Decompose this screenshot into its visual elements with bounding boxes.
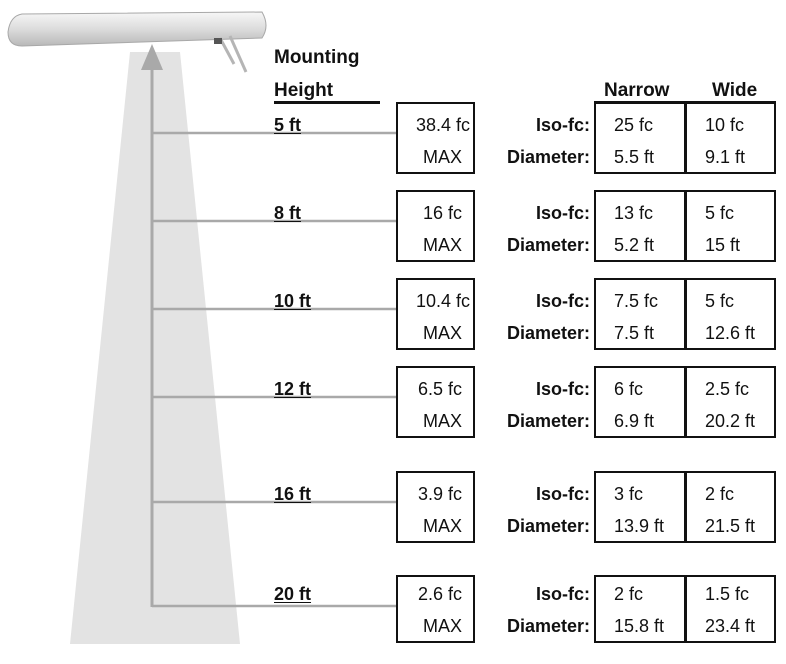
max-label: MAX [422, 147, 462, 167]
height-row-5ft: 5 ft 38.4 fc MAX Iso-fc: Diameter: 25 fc… [0, 102, 786, 195]
wide-iso-fc: 5 fc [705, 203, 735, 223]
height-row-16ft: 16 ft 3.9 fc MAX Iso-fc: Diameter: 3 fc … [0, 471, 786, 564]
iso-fc-label: Iso-fc: [536, 291, 590, 311]
wide-iso-fc: 2.5 fc [705, 379, 750, 399]
max-label: MAX [422, 323, 462, 343]
narrow-diameter: 7.5 ft [614, 323, 655, 343]
narrow-iso-fc: 13 fc [614, 203, 654, 223]
max-fc-value: 6.5 fc [417, 379, 462, 399]
height-leader-line [152, 604, 397, 608]
mounting-header-rule [274, 101, 380, 104]
iso-fc-label: Iso-fc: [536, 203, 590, 223]
max-fc-box [396, 190, 475, 262]
wide-column-header: Wide [712, 80, 758, 101]
wide-diameter: 15 ft [705, 235, 741, 255]
height-leader-line [152, 395, 397, 399]
max-fc-value: 16 fc [422, 203, 462, 223]
max-label: MAX [422, 516, 462, 536]
max-label: MAX [422, 411, 462, 431]
beam-illustration [7, 11, 267, 644]
light-fixture [7, 11, 267, 73]
narrow-diameter: 5.5 ft [614, 147, 655, 167]
narrow-diameter: 5.2 ft [614, 235, 655, 255]
iso-fc-label: Iso-fc: [536, 584, 590, 604]
diameter-label: Diameter: [506, 616, 590, 636]
light-cone [70, 52, 240, 644]
height-label: 8 ft [274, 203, 301, 223]
photometric-diagram: Mounting Height Narrow Wide 5 ft 38.4 fc… [0, 11, 786, 644]
narrow-diameter: 13.9 ft [614, 516, 665, 536]
narrow-iso-fc: 7.5 fc [614, 291, 659, 311]
diameter-label: Diameter: [506, 516, 590, 536]
narrow-diameter: 15.8 ft [614, 616, 665, 636]
height-label: 16 ft [274, 484, 312, 504]
max-fc-box [396, 102, 475, 174]
wide-diameter: 20.2 ft [705, 411, 756, 431]
height-leader-line [152, 219, 397, 223]
height-row-8ft: 8 ft 16 fc MAX Iso-fc: Diameter: 13 fc 5… [0, 190, 786, 283]
height-leader-line [152, 307, 397, 311]
height-row-20ft: 20 ft 2.6 fc MAX Iso-fc: Diameter: 2 fc … [0, 575, 786, 664]
beam-values-divider [684, 575, 687, 643]
diameter-label: Diameter: [506, 323, 590, 343]
wide-iso-fc: 10 fc [705, 115, 745, 135]
max-fc-value: 3.9 fc [417, 484, 462, 504]
max-fc-value: 2.6 fc [417, 584, 462, 604]
diameter-label: Diameter: [506, 147, 590, 167]
max-fc-value: 38.4 fc [415, 115, 470, 135]
wide-iso-fc: 1.5 fc [705, 584, 750, 604]
height-label: 5 ft [274, 115, 301, 135]
height-row-10ft: 10 ft 10.4 fc MAX Iso-fc: Diameter: 7.5 … [0, 278, 786, 371]
narrow-iso-fc: 3 fc [614, 484, 644, 504]
wide-diameter: 9.1 ft [705, 147, 746, 167]
mounting-height-header-line2: Height [274, 80, 334, 101]
mounting-height-header-line1: Mounting [274, 47, 360, 68]
height-row-12ft: 12 ft 6.5 fc MAX Iso-fc: Diameter: 6 fc … [0, 366, 786, 459]
beam-values-divider [684, 471, 687, 543]
max-fc-box [396, 366, 475, 438]
iso-fc-label: Iso-fc: [536, 379, 590, 399]
diameter-label: Diameter: [506, 235, 590, 255]
height-leader-line [152, 500, 397, 504]
height-label: 10 ft [274, 291, 312, 311]
narrow-iso-fc: 25 fc [614, 115, 654, 135]
beam-values-divider [684, 366, 687, 438]
beam-values-divider [684, 102, 687, 174]
wide-diameter: 23.4 ft [705, 616, 756, 636]
wide-iso-fc: 5 fc [705, 291, 735, 311]
max-label: MAX [422, 616, 462, 636]
wide-diameter: 12.6 ft [705, 323, 756, 343]
height-label: 12 ft [274, 379, 312, 399]
max-fc-value: 10.4 fc [415, 291, 470, 311]
height-leader-line [152, 131, 397, 135]
beam-values-divider [684, 278, 687, 350]
iso-fc-label: Iso-fc: [536, 115, 590, 135]
height-label: 20 ft [274, 584, 312, 604]
arrow-head [141, 44, 163, 70]
narrow-iso-fc: 2 fc [614, 584, 644, 604]
narrow-iso-fc: 6 fc [614, 379, 644, 399]
beam-values-divider [684, 190, 687, 262]
wide-iso-fc: 2 fc [705, 484, 735, 504]
max-label: MAX [422, 235, 462, 255]
max-fc-box [396, 278, 475, 350]
narrow-column-header: Narrow [604, 80, 670, 101]
wide-diameter: 21.5 ft [705, 516, 756, 536]
diameter-label: Diameter: [506, 411, 590, 431]
narrow-diameter: 6.9 ft [614, 411, 655, 431]
max-fc-box [396, 575, 475, 643]
max-fc-box [396, 471, 475, 543]
iso-fc-label: Iso-fc: [536, 484, 590, 504]
